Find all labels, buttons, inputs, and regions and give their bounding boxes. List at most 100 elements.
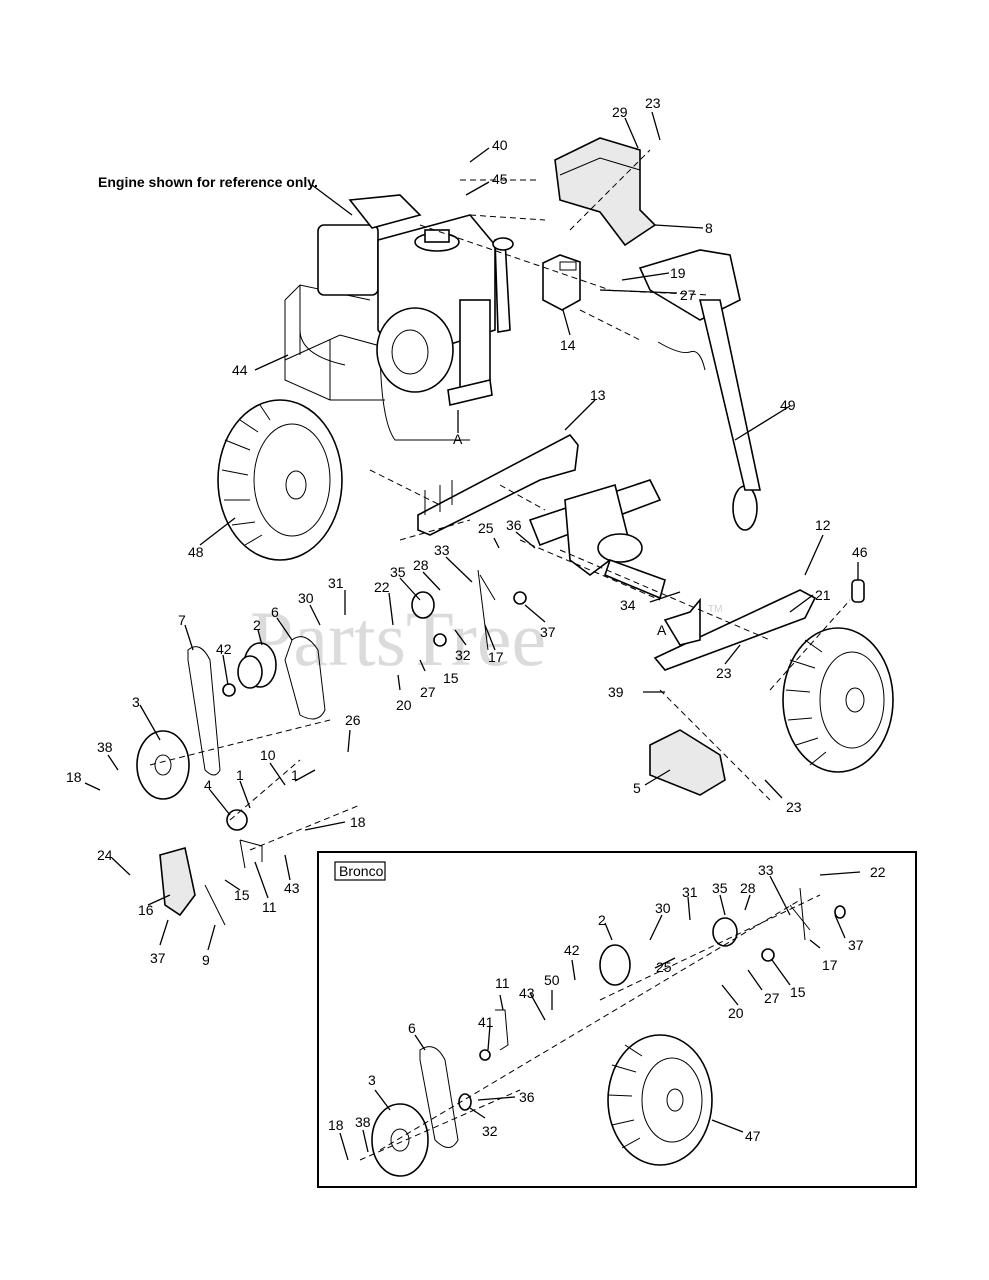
inset-title: Bronco xyxy=(339,863,384,879)
callout-label: 35 xyxy=(390,564,406,580)
inset-wheel xyxy=(607,1034,713,1166)
callout-label: 34 xyxy=(620,597,636,613)
callout-label: 16 xyxy=(138,902,154,918)
right-frame-rail xyxy=(653,589,817,671)
callout-label: 22 xyxy=(870,864,886,880)
callout-label: 30 xyxy=(655,900,671,916)
callout-label: 11 xyxy=(262,899,277,915)
callout-label: 1 xyxy=(291,767,299,783)
callout-label: 6 xyxy=(408,1020,416,1036)
callout-label: 15 xyxy=(443,670,459,686)
callout-label: 17 xyxy=(822,957,838,973)
callout-label: 26 xyxy=(345,712,361,728)
callout-label: 11 xyxy=(495,975,510,991)
callout-label: 43 xyxy=(519,985,535,1001)
leader-lines xyxy=(84,111,861,1161)
idler-bracket xyxy=(159,846,196,917)
transmission xyxy=(528,249,761,600)
callout-label: 37 xyxy=(150,950,166,966)
bracket xyxy=(542,254,581,311)
belt-guard xyxy=(554,137,657,247)
callout-labels: 40 45 29 23 8 19 27 14 44 13 49 48 25 36… xyxy=(66,95,886,1144)
callout-label: 17 xyxy=(488,649,504,665)
shield xyxy=(649,729,726,796)
callout-label: 27 xyxy=(680,287,696,303)
callout-label: 13 xyxy=(590,387,606,403)
callout-label: 33 xyxy=(434,542,450,558)
callout-label: 39 xyxy=(608,684,624,700)
callout-label: 23 xyxy=(786,799,802,815)
callout-label: 18 xyxy=(66,769,82,785)
callout-label: 36 xyxy=(506,517,522,533)
engine-illustration xyxy=(284,194,514,441)
callout-label: 19 xyxy=(670,265,686,281)
callout-label: 21 xyxy=(815,587,831,603)
callout-label: 25 xyxy=(478,520,494,536)
callout-label: A xyxy=(657,622,667,638)
callout-label: 2 xyxy=(253,617,261,633)
callout-label: 14 xyxy=(560,337,576,353)
callout-label: 24 xyxy=(97,847,113,863)
callout-label: 30 xyxy=(298,590,314,606)
callout-label: 42 xyxy=(564,942,580,958)
callout-label: 23 xyxy=(716,665,732,681)
callout-label: 6 xyxy=(271,604,279,620)
callout-label: 47 xyxy=(745,1128,761,1144)
callout-label: 38 xyxy=(355,1114,371,1130)
callout-label: 45 xyxy=(492,171,508,187)
callout-label: 49 xyxy=(780,397,796,413)
callout-label: 3 xyxy=(132,694,140,710)
callout-label: 43 xyxy=(284,880,300,896)
callout-label: 8 xyxy=(705,220,713,236)
engine-reference-note: Engine shown for reference only. xyxy=(98,174,318,190)
watermark: PartsTree xyxy=(250,595,546,682)
callout-label: 32 xyxy=(482,1123,498,1139)
callout-label: 27 xyxy=(420,684,436,700)
callout-label: 35 xyxy=(712,880,728,896)
callout-label: 3 xyxy=(368,1072,376,1088)
callout-label: 9 xyxy=(202,952,210,968)
watermark-trademark: TM xyxy=(708,604,722,615)
pulleys-left xyxy=(136,591,527,831)
callout-label: 23 xyxy=(645,95,661,111)
callout-label: 31 xyxy=(328,575,344,591)
reference-mark-a: A xyxy=(453,431,463,447)
callout-label: 20 xyxy=(396,697,412,713)
callout-label: 28 xyxy=(413,557,429,573)
callout-label: 44 xyxy=(232,362,248,378)
bronco-inset xyxy=(317,851,917,1188)
callout-label: 1 xyxy=(236,767,244,783)
callout-label: 42 xyxy=(216,641,232,657)
callout-label: 5 xyxy=(633,780,641,796)
callout-label: 41 xyxy=(478,1014,494,1030)
callout-label: 38 xyxy=(97,739,113,755)
callout-label: 37 xyxy=(540,624,556,640)
callout-label: 15 xyxy=(234,887,250,903)
callout-label: 36 xyxy=(519,1089,535,1105)
callout-label: 40 xyxy=(492,137,508,153)
callout-label: 27 xyxy=(764,990,780,1006)
left-wheel xyxy=(217,399,343,561)
left-frame-rail xyxy=(417,433,579,536)
callout-label: 10 xyxy=(260,747,276,763)
callout-label: 4 xyxy=(204,777,212,793)
callout-label: 15 xyxy=(790,984,806,1000)
callout-label: 25 xyxy=(656,959,672,975)
callout-label: 29 xyxy=(612,104,628,120)
callout-label: 50 xyxy=(544,972,560,988)
callout-label: 32 xyxy=(455,647,471,663)
callout-label: 18 xyxy=(350,814,366,830)
callout-label: 12 xyxy=(815,517,831,533)
callout-label: 48 xyxy=(188,544,204,560)
callout-label: 37 xyxy=(848,937,864,953)
callout-label: 22 xyxy=(374,579,390,595)
callout-label: 31 xyxy=(682,884,698,900)
callout-label: 33 xyxy=(758,862,774,878)
right-wheel xyxy=(782,579,894,773)
callout-label: 18 xyxy=(328,1117,344,1133)
callout-label: 28 xyxy=(740,880,756,896)
callout-label: 20 xyxy=(728,1005,744,1021)
callout-label: 7 xyxy=(178,612,186,628)
inset-parts xyxy=(359,887,846,1177)
